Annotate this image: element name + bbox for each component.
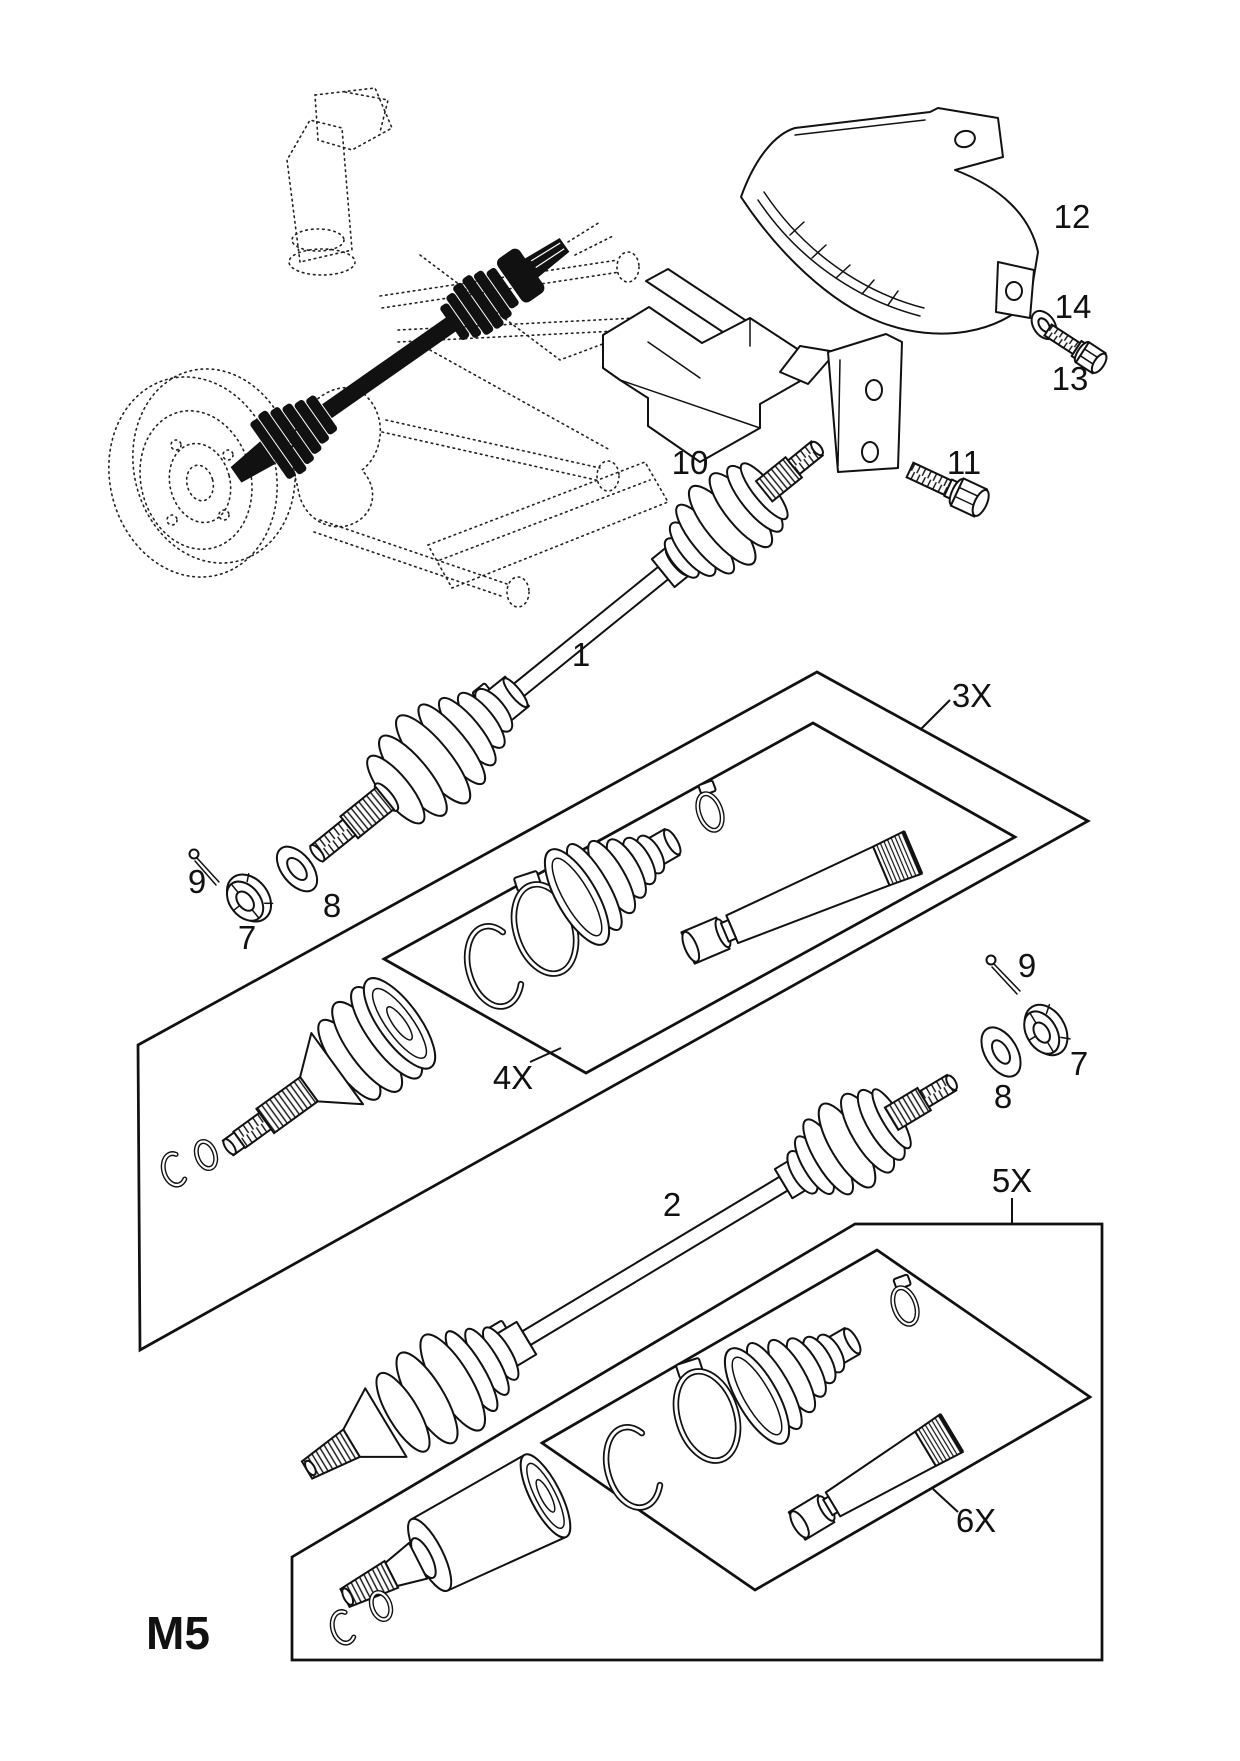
callout-7-left: 7 <box>238 919 256 956</box>
boot-clamp-small-icon <box>695 779 725 833</box>
callout-9-left: 9 <box>188 863 206 900</box>
boot-kit-lower <box>602 1273 965 1541</box>
drive-shaft-2 <box>300 1073 958 1480</box>
callout-1: 1 <box>572 636 590 673</box>
retaining-ring-icon <box>368 1589 394 1623</box>
leader-4x <box>529 1047 562 1063</box>
callout-7-right: 7 <box>1070 1045 1088 1082</box>
leader-3x <box>920 699 951 730</box>
washer-left <box>275 845 319 893</box>
kit-box-4x <box>381 721 1018 1075</box>
subframe-icon <box>426 461 670 590</box>
snap-ring-icon <box>463 922 525 1010</box>
cv-boot-icon <box>723 1327 862 1445</box>
callout-5x: 5X <box>992 1162 1032 1199</box>
bolt-11 <box>905 461 990 518</box>
installed-drive-shaft-icon <box>230 237 570 483</box>
callout-8-left: 8 <box>323 887 341 924</box>
page-code: M5 <box>146 1607 210 1659</box>
shock-absorber-icon <box>286 119 353 263</box>
castle-nut-left <box>225 873 274 923</box>
washer-right <box>980 1026 1022 1078</box>
boot-clamp-small-icon <box>890 1273 920 1327</box>
heat-shield-bracket-10 <box>602 268 903 473</box>
callout-3x: 3X <box>952 677 992 714</box>
boot-kit-upper <box>463 779 924 1010</box>
castle-nut-right <box>1023 1003 1071 1057</box>
callout-13: 13 <box>1052 360 1089 397</box>
boot-clamp-large-icon <box>510 870 580 977</box>
snap-ring-small-icon <box>329 1609 357 1646</box>
callout-6x: 6X <box>956 1502 996 1539</box>
leader-6x <box>932 1488 959 1513</box>
brake-disc-icon <box>108 376 278 578</box>
callout-8-right: 8 <box>994 1078 1012 1115</box>
callout-9-right: 9 <box>1018 947 1036 984</box>
heat-shield-12 <box>740 107 1039 335</box>
kit-box-6x <box>539 1248 1093 1592</box>
cotter-pin-left <box>188 848 220 886</box>
cv-boot-icon <box>543 828 682 946</box>
callout-14: 14 <box>1055 288 1092 325</box>
drive-shaft-1 <box>308 440 825 863</box>
reference-suspension-view <box>108 87 670 608</box>
callout-2: 2 <box>663 1186 681 1223</box>
retaining-ring-icon <box>193 1138 219 1172</box>
callout-4x: 4X <box>493 1059 533 1096</box>
bolt-13 <box>1043 323 1108 375</box>
cotter-pin-right <box>985 954 1021 995</box>
grease-tube-icon <box>787 1413 965 1541</box>
snap-ring-icon <box>602 1423 664 1511</box>
kit-box-3x <box>136 670 1091 1353</box>
callout-11: 11 <box>947 444 981 481</box>
inner-joint-upper <box>160 977 437 1188</box>
snap-ring-small-icon <box>160 1151 188 1188</box>
upper-arm-icon <box>379 259 621 309</box>
grease-tube-icon <box>680 830 924 965</box>
inner-joint-lower <box>329 1453 572 1646</box>
boot-clamp-large-icon <box>672 1357 742 1464</box>
callout-12: 12 <box>1054 198 1091 235</box>
callout-10: 10 <box>672 444 709 481</box>
kit-box-5x <box>290 1222 1104 1662</box>
